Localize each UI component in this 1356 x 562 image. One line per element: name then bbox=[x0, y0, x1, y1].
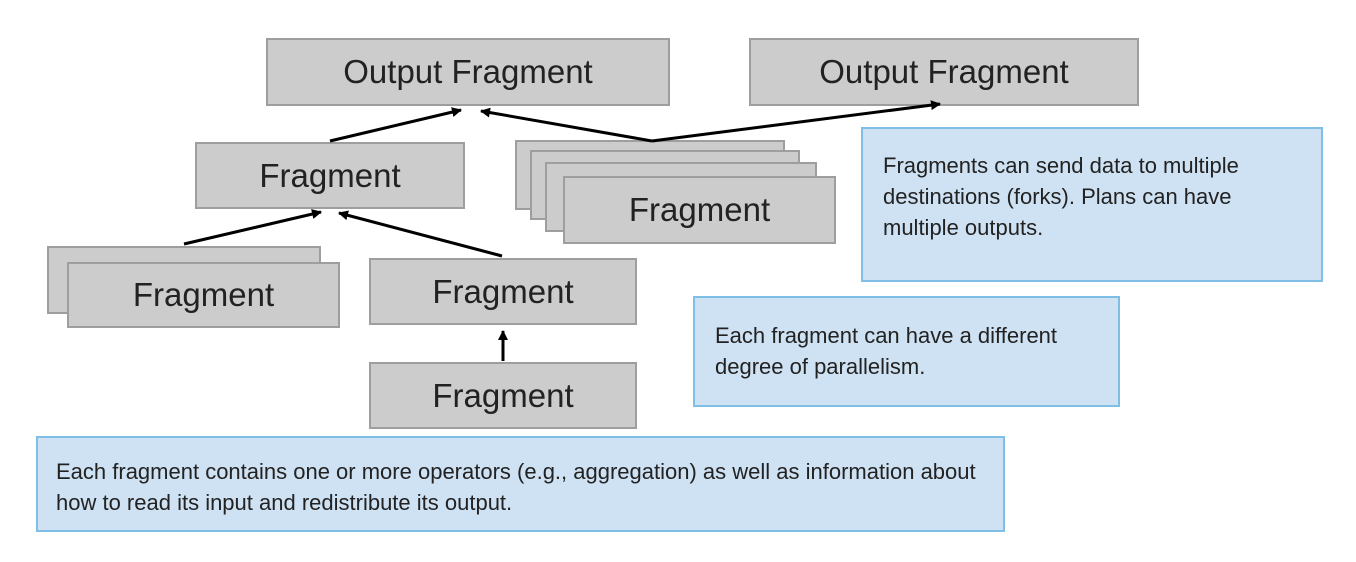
fragment-stack-right-label: Fragment bbox=[628, 191, 771, 228]
output-fragment-right: Output Fragment bbox=[749, 38, 1139, 106]
output-fragment-left-label: Output Fragment bbox=[343, 53, 593, 90]
fragment-mid-center: Fragment bbox=[369, 258, 637, 325]
fragment-stack-right: Fragment bbox=[563, 176, 836, 244]
arrow-stack-left-to-mid-left bbox=[183, 209, 322, 246]
note-parallelism: Each fragment can have a different degre… bbox=[693, 296, 1120, 407]
output-fragment-right-label: Output Fragment bbox=[819, 53, 1069, 90]
note-forks: Fragments can send data to multiple dest… bbox=[861, 127, 1323, 282]
fragment-mid-left-label: Fragment bbox=[259, 156, 401, 194]
arrow-mid-center-to-mid-left bbox=[338, 210, 503, 258]
fragment-bottom: Fragment bbox=[369, 362, 637, 429]
fragment-stack-left: Fragment bbox=[67, 262, 340, 328]
fragment-stack-left-label: Fragment bbox=[132, 276, 275, 313]
arrow-mid-left-to-output-left bbox=[329, 107, 462, 143]
fragment-mid-center-label: Fragment bbox=[432, 272, 574, 310]
output-fragment-left: Output Fragment bbox=[266, 38, 670, 106]
note-operators: Each fragment contains one or more opera… bbox=[36, 436, 1005, 532]
note-forks-text: Fragments can send data to multiple dest… bbox=[883, 153, 1239, 240]
fragment-mid-left: Fragment bbox=[195, 142, 465, 209]
arrow-stack-right-to-output-right bbox=[651, 100, 941, 143]
arrow-stack-right-to-output-left bbox=[480, 107, 653, 143]
note-operators-text: Each fragment contains one or more opera… bbox=[56, 459, 976, 515]
note-parallelism-text: Each fragment can have a different degre… bbox=[715, 323, 1058, 379]
fragment-bottom-label: Fragment bbox=[432, 376, 574, 414]
